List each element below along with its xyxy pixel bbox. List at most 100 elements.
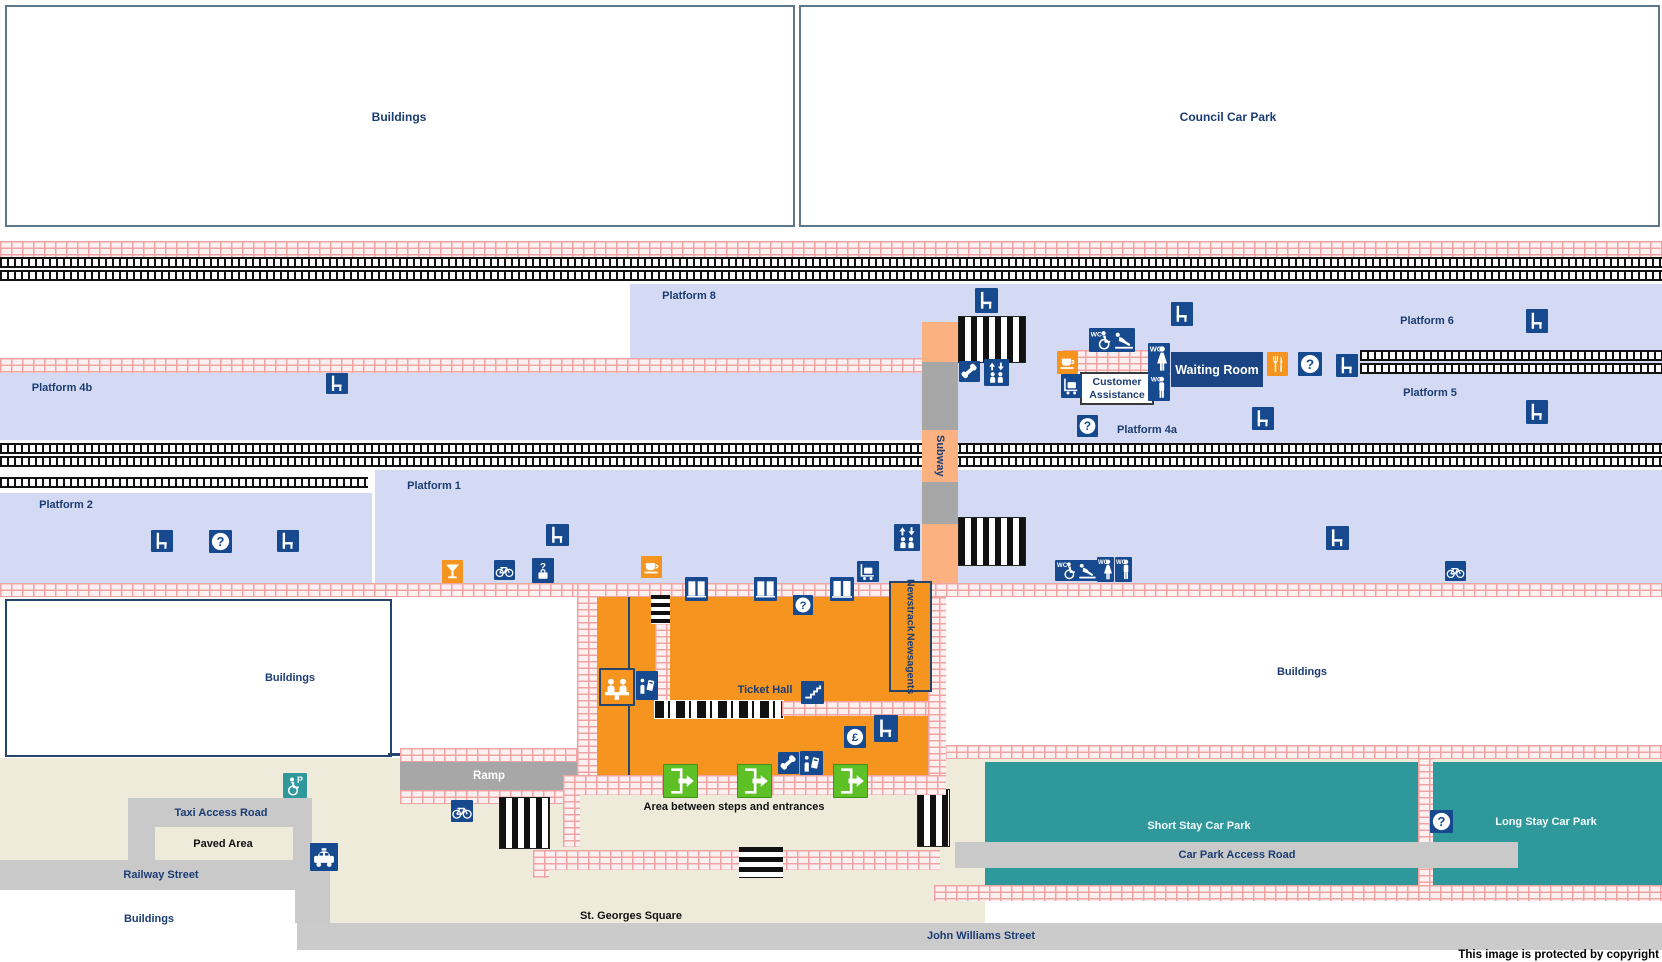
- help-icon: ?: [793, 595, 813, 615]
- waiting-room: Waiting Room: [1171, 352, 1263, 387]
- steps-crossing-right: [917, 789, 950, 847]
- railway-track: [0, 257, 1662, 268]
- wc-acc-baby-icon: WC: [1055, 560, 1098, 581]
- subway-steps-mid: [958, 517, 1026, 566]
- seat-icon: [1252, 407, 1274, 430]
- brick-wall-top: [0, 241, 1662, 257]
- parking-icon: P: [283, 773, 307, 798]
- railway-street-area: [0, 860, 297, 890]
- seat-icon: [1336, 354, 1358, 377]
- phone-icon: [778, 752, 799, 774]
- svg-text:WC: WC: [1151, 377, 1162, 384]
- ramp-label: Ramp: [473, 770, 505, 782]
- subway-segment: [922, 362, 958, 430]
- square-brick-stub: [533, 850, 549, 878]
- lift-icon: [894, 524, 920, 551]
- seat-icon: [1526, 400, 1548, 424]
- car-park-access-road-area: [955, 842, 1518, 868]
- subway-label: Subway: [934, 435, 946, 477]
- svg-text:?: ?: [800, 600, 807, 612]
- svg-text:?: ?: [217, 534, 225, 549]
- lift-icon: [984, 359, 1009, 386]
- platform-2-label: Platform 2: [39, 499, 93, 511]
- door-icon: [830, 577, 854, 601]
- gdoor-icon: [737, 764, 772, 798]
- fork-knife-icon: [1267, 352, 1288, 376]
- cup-icon: [1057, 351, 1078, 374]
- bike-icon: [451, 800, 473, 822]
- platform-6-label: Platform 6: [1400, 315, 1454, 327]
- hall-stairs: [648, 592, 673, 627]
- car-park-brick-bottom: [934, 885, 1662, 901]
- ramp-brick-top: [400, 748, 580, 762]
- cup-icon: [641, 556, 662, 578]
- platform-4b-label: Platform 4b: [31, 382, 93, 394]
- wc-m-icon: WC: [1148, 374, 1170, 401]
- gates-side-wall: [782, 701, 928, 716]
- subway-steps-top: [958, 316, 1026, 363]
- bar-icon: [442, 560, 463, 583]
- svg-text:?: ?: [540, 562, 546, 573]
- platform-5-label: Platform 5: [1403, 387, 1457, 399]
- tmachine-icon: [800, 751, 823, 775]
- waiting-room-label: Waiting Room: [1175, 362, 1259, 377]
- platform-1-label: Platform 1: [407, 480, 461, 492]
- square-brick-wall: [533, 850, 940, 870]
- council-car-park-label: Council Car Park: [1179, 110, 1277, 124]
- railway-street-label: Railway Street: [123, 869, 199, 881]
- gdoor-icon: [833, 764, 868, 798]
- lost-icon: ?: [532, 558, 554, 583]
- buildings-top-area: [5, 5, 795, 227]
- newsagents-label-1: Newstrack: [904, 579, 917, 632]
- door-icon: [685, 577, 708, 601]
- paved-area: [155, 827, 293, 862]
- svg-text:?: ?: [1084, 419, 1091, 433]
- pedestrian-crossing: [739, 847, 783, 878]
- seat-icon: [546, 524, 569, 546]
- atm-icon: £: [844, 726, 866, 748]
- platform-4a-label: Platform 4a: [1117, 424, 1177, 436]
- subway-segment: [922, 524, 958, 583]
- railway-track: [1360, 350, 1662, 361]
- help-icon: ?: [1430, 810, 1453, 833]
- stairs-diag-icon: [801, 681, 824, 704]
- wc-f-icon: WC: [1097, 557, 1114, 582]
- hall-wall-right: [928, 597, 946, 775]
- buildings-left-area: [5, 599, 392, 757]
- st-georges-square-label: St. Georges Square: [579, 910, 683, 922]
- wc-f-icon: WC: [1148, 343, 1170, 374]
- svg-text:WC: WC: [1057, 562, 1068, 569]
- hall-wall-left: [577, 583, 597, 775]
- bottom-left-white: [0, 890, 296, 962]
- ticket-gates: [654, 700, 784, 719]
- svg-text:WC: WC: [1150, 345, 1163, 354]
- john-williams-street-label: John Williams Street: [926, 930, 1036, 942]
- platform-8-label: Platform 8: [662, 290, 716, 302]
- right-white-strip: [985, 901, 1662, 923]
- railway-track: [0, 270, 1662, 281]
- seat-icon: [151, 530, 173, 552]
- area-between-label: Area between steps and entrances: [643, 801, 825, 813]
- wc-acc-baby-icon: WC: [1089, 328, 1135, 352]
- svg-text:£: £: [852, 732, 859, 744]
- seat-icon: [277, 530, 299, 552]
- buildings-top-label: Buildings: [371, 110, 427, 124]
- taxi-icon: [310, 843, 338, 871]
- seat-icon: [1171, 302, 1193, 326]
- phone-icon: [959, 361, 980, 382]
- trolley-icon: [857, 561, 879, 582]
- railway-track: [0, 443, 1662, 454]
- wc-m-icon: WC: [1115, 557, 1132, 582]
- svg-text:WC: WC: [1116, 560, 1127, 566]
- railway-track: [0, 456, 1662, 467]
- steps-crossing-left: [499, 797, 550, 849]
- gdoor-icon: [663, 764, 698, 798]
- customer-assistance-label-1: Customer: [1092, 375, 1142, 388]
- subway-segment: [922, 322, 958, 362]
- trolley-icon: [1061, 374, 1082, 398]
- svg-text:P: P: [297, 775, 303, 785]
- copyright-notice: This image is protected by copyright: [1458, 949, 1659, 961]
- subway-label-segment: Subway: [922, 430, 958, 482]
